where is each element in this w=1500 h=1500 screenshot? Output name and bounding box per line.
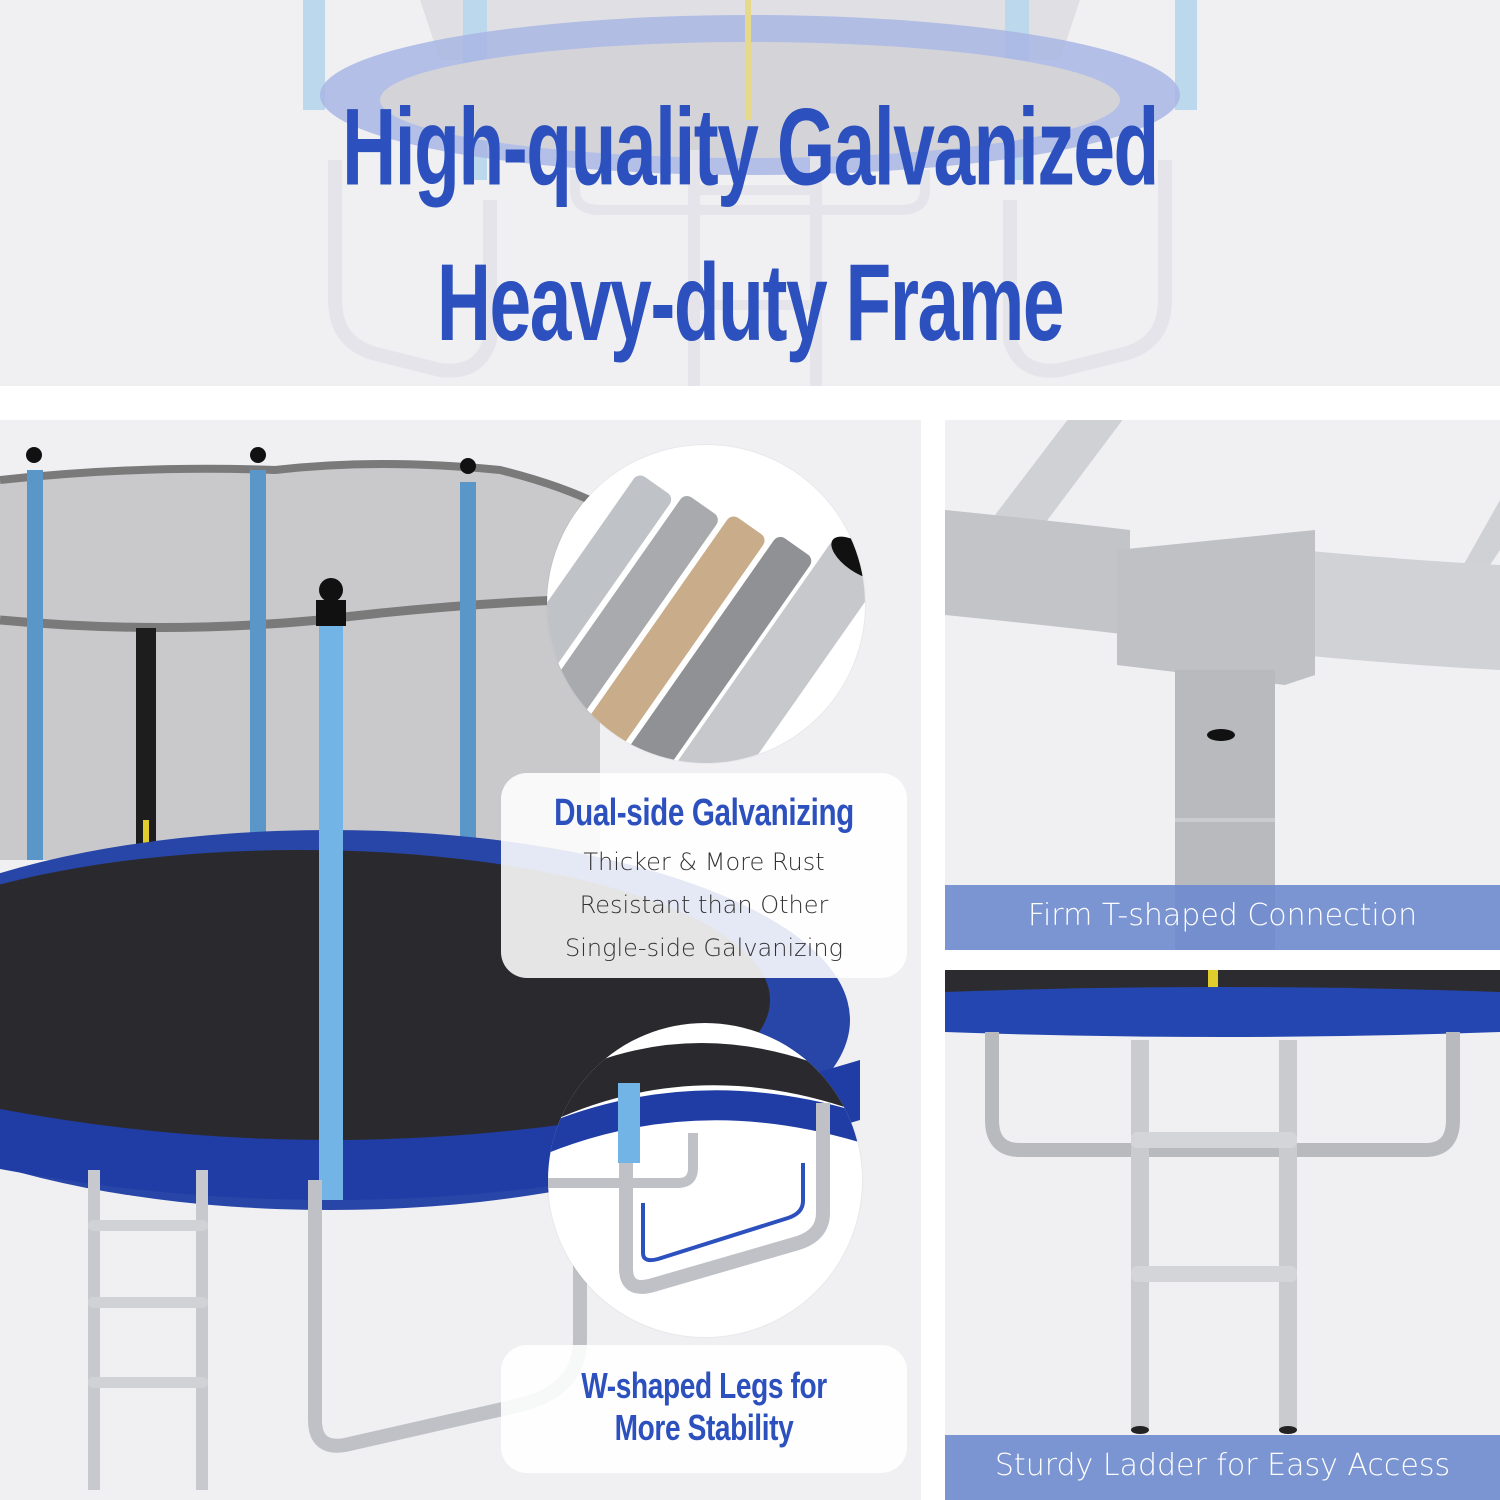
galvanizing-body-line: Thicker & More Rust [583, 848, 825, 876]
legs-card-title-line: W-shaped Legs for [581, 1365, 827, 1406]
legs-info-card: W-shaped Legs for More Stability [501, 1345, 907, 1473]
title-line-1: High-quality Galvanized [342, 86, 1159, 209]
trampoline-background-image [303, 0, 1197, 386]
t-connection-label-text: Firm T-shaped Connection [1027, 898, 1418, 933]
legs-card-title-line: More Stability [614, 1407, 794, 1448]
t-connection-panel: Firm T-shaped Connection [945, 420, 1500, 950]
t-connection-label: Firm T-shaped Connection [945, 885, 1500, 950]
w-leg-closeup [548, 1023, 862, 1337]
title-line-2: Heavy-duty Frame [436, 242, 1065, 364]
galvanized-pipe-icon [547, 475, 865, 763]
ladder-label-text: Sturdy Ladder for Easy Access [994, 1448, 1451, 1483]
galvanizing-body-line: Single-side Galvanizing [564, 934, 844, 962]
galvanizing-body-line: Resistant than Other [579, 891, 829, 919]
galvanizing-card-title: Dual-side Galvanizing [554, 792, 854, 834]
galvanizing-info-card: Dual-side Galvanizing Thicker & More Rus… [501, 773, 907, 978]
galvanizing-card-body: Thicker & More Rust Resistant than Other… [501, 841, 907, 970]
trampoline-overview-panel: Dual-side Galvanizing Thicker & More Rus… [0, 420, 921, 1500]
ladder-image [945, 970, 1500, 1434]
t-connector-image [945, 420, 1500, 950]
page-title: High-quality Galvanized Heavy-duty Frame [210, 70, 1290, 381]
hero-banner: High-quality Galvanized Heavy-duty Frame [0, 0, 1500, 386]
ladder-label: Sturdy Ladder for Easy Access [945, 1435, 1500, 1500]
w-leg-icon [548, 1043, 862, 1294]
ladder-panel: Sturdy Ladder for Easy Access [945, 970, 1500, 1500]
pipe-layers-closeup [547, 445, 865, 763]
